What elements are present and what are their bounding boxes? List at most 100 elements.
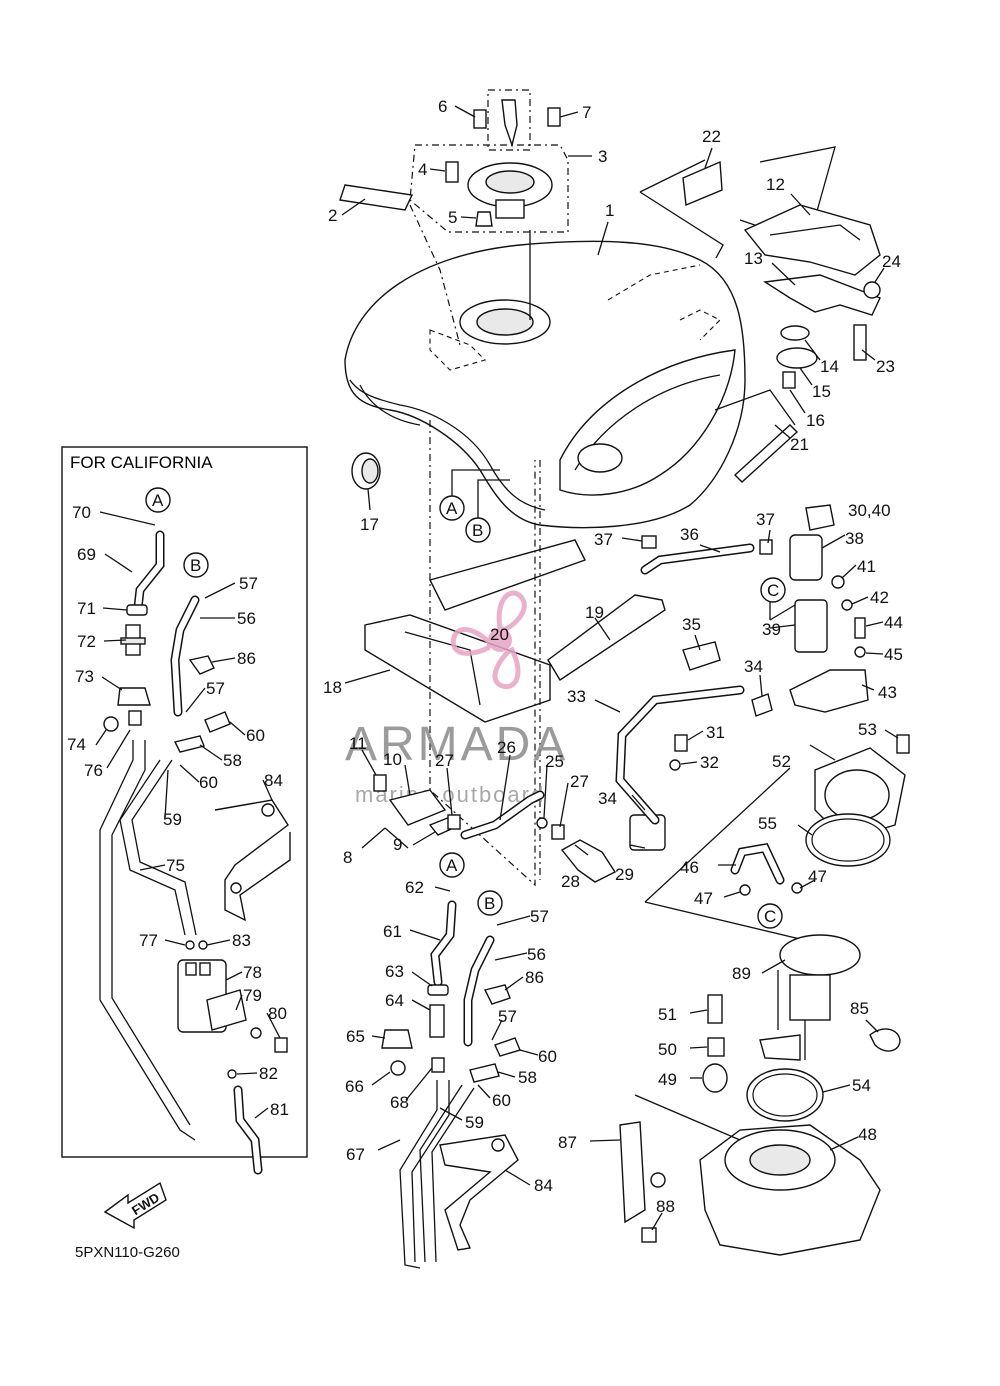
label-part-80: 80 [268, 1004, 287, 1023]
label-part-88: 88 [656, 1197, 675, 1216]
label-part-66: 66 [345, 1077, 364, 1096]
label-part-20: 20 [490, 625, 509, 644]
label-part-85: 85 [850, 999, 869, 1018]
label-part-57c: 57 [206, 679, 225, 698]
grommet-74 [103, 716, 119, 732]
label-part-49: 49 [658, 1070, 677, 1089]
label-22 [682, 160, 723, 207]
clamp-73 [117, 687, 151, 706]
bracket-84-lower [439, 1134, 519, 1251]
label-part-6: 6 [438, 97, 447, 116]
svg-text:B: B [190, 556, 201, 575]
label-part-73: 73 [75, 667, 94, 686]
valve-29 [629, 814, 666, 851]
clip-71 [126, 604, 148, 616]
joint-60-ca [204, 711, 231, 733]
svg-text:C: C [767, 581, 779, 600]
label-part-58a: 58 [223, 751, 242, 770]
svg-text:A: A [446, 856, 458, 875]
label-part-89: 89 [732, 964, 751, 983]
label-part-29: 29 [615, 865, 634, 884]
pump-unit-89 [779, 934, 861, 976]
label-part-17: 17 [360, 515, 379, 534]
label-part-36: 36 [680, 525, 699, 544]
bolt-80 [274, 1037, 288, 1053]
damper-14 [780, 325, 810, 341]
label-part-39: 39 [762, 620, 781, 639]
clip-86-lower [483, 984, 511, 1005]
callout-c-pump [757, 903, 783, 929]
label-part-30-40: 30,40 [848, 501, 891, 520]
cover-12 [743, 204, 881, 276]
hose-75-outer [99, 740, 196, 1141]
label-part-62: 62 [405, 878, 424, 897]
label-part-12: 12 [766, 175, 785, 194]
label-part-56a: 56 [237, 609, 256, 628]
label-part-1: 1 [605, 201, 614, 220]
label-part-54: 54 [852, 1076, 871, 1095]
california-box-title: FOR CALIFORNIA [70, 453, 213, 472]
bolt-4 [445, 161, 459, 183]
label-part-41: 41 [857, 557, 876, 576]
label-part-32: 32 [700, 753, 719, 772]
label-part-87: 87 [558, 1133, 577, 1152]
bracket-84-ca [214, 799, 291, 922]
sensor-38 [789, 534, 823, 581]
california-box [61, 446, 308, 1158]
label-part-35: 35 [682, 615, 701, 634]
label-part-79: 79 [243, 986, 262, 1005]
label-part-25: 25 [545, 752, 564, 771]
label-part-75: 75 [166, 856, 185, 875]
label-part-9: 9 [393, 835, 402, 854]
label-part-51: 51 [658, 1005, 677, 1024]
washer-32 [669, 759, 681, 771]
label-part-67: 67 [346, 1145, 365, 1164]
label-part-63: 63 [385, 962, 404, 981]
label-part-61: 61 [383, 922, 402, 941]
label-part-31: 31 [706, 723, 725, 742]
filter-64 [429, 1004, 445, 1038]
label-part-45: 45 [884, 645, 903, 664]
label-part-60d: 60 [492, 1091, 511, 1110]
label-part-47a: 47 [694, 889, 713, 908]
bolt-53 [896, 734, 910, 754]
screw-41 [831, 575, 845, 589]
valve-28 [560, 839, 617, 883]
svg-text:A: A [446, 499, 458, 518]
clamp-25 [536, 817, 548, 829]
label-part-43: 43 [878, 683, 897, 702]
label-part-59a: 59 [163, 810, 182, 829]
strip-21 [733, 424, 799, 483]
clip-68 [431, 1057, 445, 1073]
screw-27a [447, 814, 461, 830]
label-part-10: 10 [383, 750, 402, 769]
clip-85 [869, 1028, 901, 1052]
label-part-7: 7 [582, 103, 591, 122]
label-part-58b: 58 [518, 1068, 537, 1087]
label-part-72: 72 [77, 632, 96, 651]
label-part-11: 11 [349, 734, 367, 753]
svg-text:A: A [152, 491, 164, 510]
label-part-48: 48 [858, 1125, 877, 1144]
clamp-65 [381, 1029, 413, 1049]
label-part-19: 19 [585, 603, 604, 622]
label-part-37a: 37 [594, 530, 613, 549]
label-part-57b: 57 [239, 574, 258, 593]
clamp-37b [759, 539, 773, 555]
label-part-2: 2 [328, 206, 337, 225]
callout-a-lower [439, 852, 465, 878]
joint-58-lower [469, 1063, 500, 1083]
bolt-7 [547, 107, 561, 127]
label-part-70: 70 [72, 503, 91, 522]
label-part-83: 83 [232, 931, 251, 950]
label-part-60a: 60 [246, 726, 265, 745]
pad-20 [428, 539, 586, 611]
label-part-84a: 84 [264, 771, 283, 790]
label-part-47b: 47 [808, 867, 827, 886]
label-part-82: 82 [259, 1064, 278, 1083]
label-part-33: 33 [567, 687, 586, 706]
label-part-78: 78 [243, 963, 262, 982]
clip-83 [198, 940, 208, 950]
